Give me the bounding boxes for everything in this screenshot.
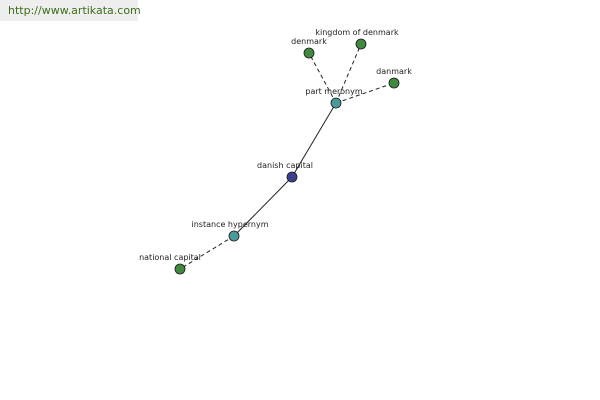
url-banner[interactable]: http://www.artikata.com [0,0,141,21]
node-dot-danmark[interactable] [388,77,400,89]
node-label-denmark[interactable]: denmark [291,37,327,46]
graph-nodes: danish capital part meronym instance hyper… [139,28,412,275]
node-dot-national-capital[interactable] [174,263,186,275]
node-label-danmark[interactable]: danmark [376,67,412,76]
edge-instance-hypernym-to-national-capital [179,235,235,270]
edge-danish-capital-to-part-meronym [291,102,337,178]
edge-danish-capital-to-instance-hypernym [233,176,293,237]
node-dot-instance-hypernym[interactable] [228,230,240,242]
node-dot-danish-capital[interactable] [286,171,298,183]
edge-part-meronym-to-denmark [308,52,337,104]
node-dot-part-meronym[interactable] [330,97,342,109]
node-part-meronym[interactable]: part meronym [305,87,363,109]
node-national-capital[interactable]: national capital [139,253,201,275]
node-danmark[interactable]: danmark [376,67,412,89]
node-dot-kingdom-of-denmark[interactable] [355,38,367,50]
node-label-part-meronym[interactable]: part meronym [305,87,362,96]
graph-edges [179,43,395,270]
node-label-instance-hypernym[interactable]: instance hypernym [192,220,269,229]
node-danish-capital[interactable]: danish capital [257,161,313,183]
edge-part-meronym-to-danmark [335,82,395,104]
node-instance-hypernym[interactable]: instance hypernym [192,220,269,242]
node-label-danish-capital[interactable]: danish capital [257,161,313,170]
node-label-kingdom-of-denmark[interactable]: kingdom of denmark [315,28,399,37]
node-denmark[interactable]: denmark [291,37,327,59]
node-kingdom-of-denmark[interactable]: kingdom of denmark [315,28,399,50]
node-dot-denmark[interactable] [303,47,315,59]
node-label-national-capital[interactable]: national capital [139,253,201,262]
edge-part-meronym-to-kingdom-of-denmark [335,43,362,104]
